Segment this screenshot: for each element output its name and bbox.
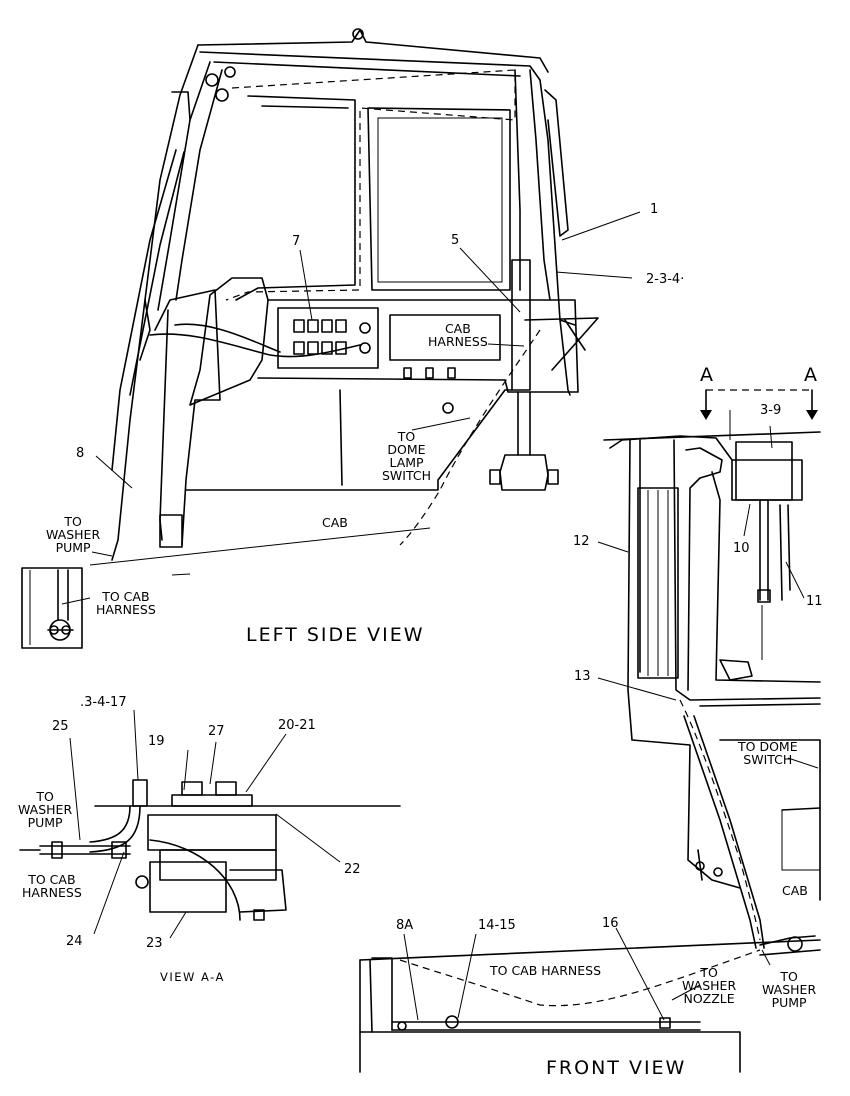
label-to-washer-pump-left: TO WASHER PUMP	[46, 514, 101, 555]
label-cab-left: CAB	[322, 515, 348, 530]
callout-22: 22	[344, 862, 361, 877]
callout-10: 10	[733, 541, 750, 556]
label-cab-harness: CAB HARNESS	[428, 321, 488, 349]
callout-3-4-17: .3-4-17	[80, 695, 127, 710]
callout-20-21: 20-21	[278, 718, 316, 733]
label-cab-front: CAB	[782, 883, 808, 898]
leader-lines	[61, 211, 819, 1021]
cab-left-side-view	[89, 28, 599, 576]
callout-11: 11	[806, 594, 823, 609]
label-to-washer-pump-aa: TO WASHER PUMP	[18, 789, 73, 830]
callout-13: 13	[574, 669, 591, 684]
cab-front-view	[359, 389, 821, 1073]
label-to-cab-harness-inset: TO CAB HARNESS	[96, 589, 156, 617]
callout-12: 12	[573, 534, 590, 549]
title-front-view: FRONT VIEW	[546, 1057, 687, 1079]
label-to-cab-harness-aa: TO CAB HARNESS	[22, 872, 82, 900]
callout-2-3-4: 2-3-4·	[646, 272, 685, 287]
callout-16: 16	[602, 916, 619, 931]
title-left-side-view: LEFT SIDE VIEW	[246, 624, 425, 646]
callout-3-9: 3-9	[760, 403, 782, 418]
label-to-dome-switch: TO DOME SWITCH	[738, 739, 798, 767]
label-to-cab-harness-front: TO CAB HARNESS	[490, 963, 602, 978]
section-marker-a-left: A	[700, 364, 713, 386]
callout-19: 19	[148, 734, 165, 749]
label-to-washer-nozzle: TO WASHER NOZZLE	[682, 965, 737, 1006]
callout-8: 8	[76, 446, 85, 461]
callout-24: 24	[66, 934, 83, 949]
callout-1: 1	[650, 202, 659, 217]
label-to-dome-lamp-switch: TO DOME LAMP SWITCH	[382, 429, 432, 483]
title-view-aa: VIEW A-A	[160, 970, 225, 984]
callout-25: 25	[52, 719, 69, 734]
callout-5: 5	[451, 233, 460, 248]
callout-7: 7	[292, 234, 301, 249]
label-to-washer-pump-front: TO WASHER PUMP	[762, 969, 817, 1010]
callout-14-15: 14-15	[478, 918, 516, 933]
callout-8a: 8A	[396, 918, 414, 933]
callout-27: 27	[208, 724, 225, 739]
view-aa-drawing	[19, 779, 401, 921]
section-marker-a-right: A	[804, 364, 817, 386]
washer-pump-inset	[21, 567, 83, 649]
callout-23: 23	[146, 936, 163, 951]
